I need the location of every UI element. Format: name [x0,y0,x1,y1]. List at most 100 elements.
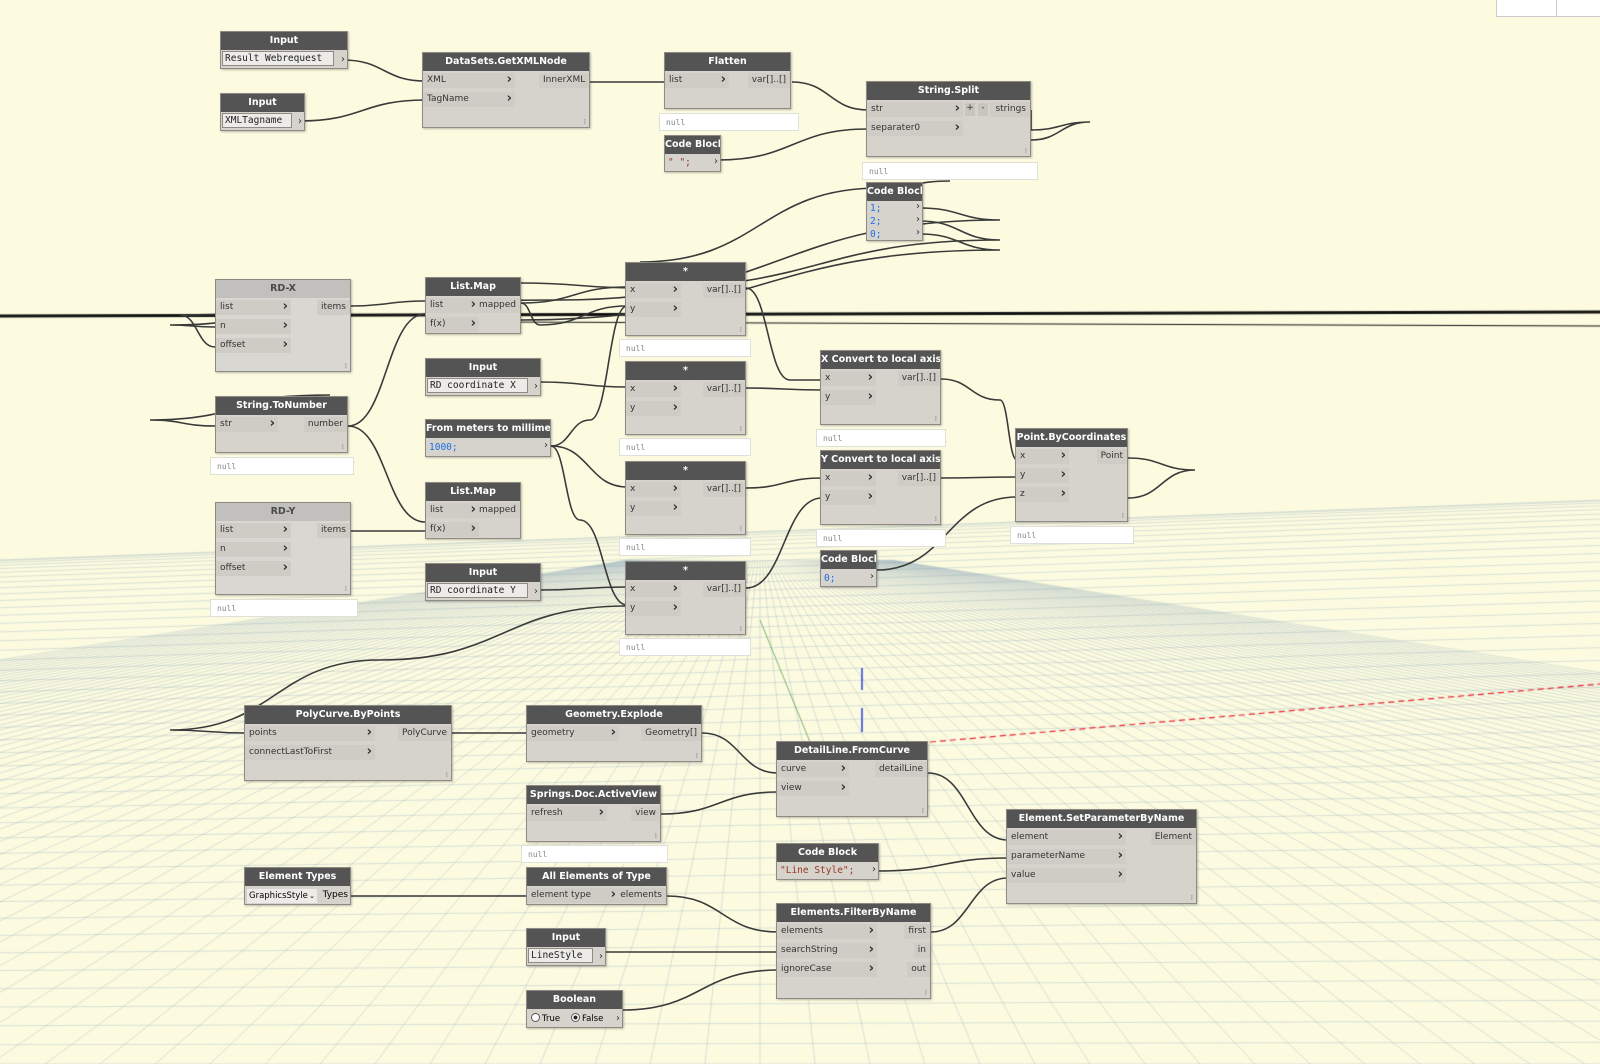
node-multiply-4[interactable]: * xvar[]..[] y ⁞ [625,561,746,635]
type-dropdown[interactable]: GraphicsStyle ⌄ [247,889,317,903]
node-multiply-3[interactable]: * xvar[]..[] y ⁞ [625,461,746,535]
port-z[interactable]: z [1016,486,1069,502]
port-elements[interactable]: elements [616,888,666,903]
node-getxmlnode[interactable]: DataSets.GetXMLNode XMLInnerXML TagName … [422,52,590,128]
port-element-type[interactable]: element type [527,887,619,903]
port-first[interactable]: first [904,924,930,939]
node-x-convert-local-axis[interactable]: X Convert to local axis xvar[]..[] y ⁞ [820,350,941,425]
node-input-rd-coordinate-y[interactable]: Input RD coordinate Y › [425,563,541,601]
port-y[interactable]: y [626,500,681,516]
node-string-tonumber[interactable]: String.ToNumber strnumber ⁞ [215,396,348,453]
port-types[interactable]: Types [322,890,348,900]
node-all-elements-of-type[interactable]: All Elements of Type element typeelement… [526,867,667,905]
port-str[interactable]: str [867,101,963,117]
port-list[interactable]: list [426,502,479,518]
node-flatten[interactable]: Flatten listvar[]..[] [664,52,791,109]
node-list-map-1[interactable]: List.Map listmapped f(x) [425,277,521,334]
node-detailline-fromcurve[interactable]: DetailLine.FromCurve curvedetailLine vie… [776,741,928,817]
node-polycurve-bypoints[interactable]: PolyCurve.ByPoints pointsPolyCurve conne… [244,705,452,781]
resize-grip-icon[interactable]: ⁞ [934,515,937,523]
port-n[interactable]: n [216,541,291,557]
port-y[interactable]: y [626,301,681,317]
add-input-button[interactable]: + [965,103,975,116]
port-x[interactable]: x [821,370,876,386]
port-number[interactable]: number [303,417,347,432]
port-refresh[interactable]: refresh [527,805,607,821]
output-arrow-icon[interactable]: › [916,214,920,225]
node-code-block-indices[interactable]: Code Block 1; 2; 0; › › › [866,182,923,241]
output-arrow-icon[interactable]: › [714,156,718,167]
port-out[interactable]: out [907,962,930,977]
output-arrow-icon[interactable]: › [916,227,920,238]
port-separator[interactable]: separater0 [867,120,963,136]
radio-true[interactable]: True [531,1013,560,1024]
node-input-rd-coordinate-x[interactable]: Input RD coordinate X › [425,358,541,396]
node-boolean[interactable]: Boolean True False › [526,990,623,1028]
port-element-out[interactable]: Element [1150,830,1196,845]
node-rd-y[interactable]: RD-Y listitems n offset ⁞ [215,502,351,595]
view-toggle-geometry[interactable] [1496,0,1558,17]
port-view[interactable]: view [631,806,660,821]
port-y[interactable]: y [821,389,876,405]
port-items[interactable]: items [316,300,350,315]
port-var[interactable]: var[]..[] [897,471,940,486]
port-polycurve[interactable]: PolyCurve [398,726,451,741]
node-element-setparameterbyname[interactable]: Element.SetParameterByName elementElemen… [1006,809,1197,904]
port-mapped[interactable]: mapped [475,503,520,518]
output-arrow-icon[interactable]: › [616,1013,620,1024]
output-arrow-icon[interactable]: › [341,54,345,65]
port-x[interactable]: x [626,282,681,298]
port-x[interactable]: x [626,381,681,397]
node-multiply-2[interactable]: * xvar[]..[] y ⁞ [625,361,746,435]
resize-grip-icon[interactable]: ⁞ [1190,894,1193,902]
output-arrow-icon[interactable]: › [298,116,302,127]
resize-grip-icon[interactable]: ⁞ [1024,147,1027,155]
node-point-bycoordinates[interactable]: Point.ByCoordinates xPoint y z ⁞ [1015,428,1128,522]
node-elements-filterbyname[interactable]: Elements.FilterByName elementsfirst sear… [776,903,931,999]
node-list-map-2[interactable]: List.Map listmapped f(x) [425,482,521,539]
port-var[interactable]: var[]..[] [702,582,745,597]
port-strings[interactable]: strings [990,102,1030,117]
port-parametername[interactable]: parameterName [1007,848,1126,864]
input-value[interactable]: RD coordinate Y [427,583,528,598]
node-element-types[interactable]: Element Types GraphicsStyle ⌄ Types [244,867,351,905]
port-in[interactable]: in [913,943,930,958]
port-detailline[interactable]: detailLine [874,762,927,777]
port-items[interactable]: items [316,523,350,538]
port-tagname[interactable]: TagName [423,91,515,107]
port-var[interactable]: var[]..[] [747,73,790,88]
port-fx[interactable]: f(x) [426,521,479,537]
port-list[interactable]: list [426,297,479,313]
resize-grip-icon[interactable]: ⁞ [341,443,344,451]
port-var[interactable]: var[]..[] [702,482,745,497]
code-text[interactable]: "Line Style"; [780,865,855,876]
output-arrow-icon[interactable]: › [870,571,874,582]
output-arrow-icon[interactable]: › [534,586,538,597]
resize-grip-icon[interactable]: ⁞ [583,118,586,126]
node-rd-x[interactable]: RD-X listitems n offset ⁞ [215,279,351,372]
output-arrow-icon[interactable]: › [599,951,603,962]
port-y[interactable]: y [626,600,681,616]
port-geometry-out[interactable]: Geometry[] [641,726,701,741]
node-string-split[interactable]: String.Split str + - strings separater0 … [866,81,1031,157]
node-from-meters-to-millimeters[interactable]: From meters to millimeters 1000; › [425,419,551,457]
port-xml[interactable]: XML [423,72,515,88]
port-element[interactable]: element [1007,829,1126,845]
output-arrow-icon[interactable]: › [544,440,548,451]
output-arrow-icon[interactable]: › [872,864,876,875]
port-var[interactable]: var[]..[] [702,382,745,397]
port-points[interactable]: points [245,725,375,741]
port-mapped[interactable]: mapped [475,298,520,313]
port-geometry[interactable]: geometry [527,725,619,741]
port-x[interactable]: x [626,581,681,597]
port-y[interactable]: y [1016,467,1069,483]
resize-grip-icon[interactable]: ⁞ [739,525,742,533]
port-n[interactable]: n [216,318,291,334]
node-input-linestyle[interactable]: Input LineStyle › [526,928,606,966]
node-code-block-zero[interactable]: Code Block 0; › [820,550,877,587]
port-curve[interactable]: curve [777,761,849,777]
code-line-3[interactable]: 0; [870,229,882,240]
input-value[interactable]: Result Webrequest [222,51,334,66]
code-text[interactable]: " "; [668,157,691,168]
resize-grip-icon[interactable]: ⁞ [921,807,924,815]
